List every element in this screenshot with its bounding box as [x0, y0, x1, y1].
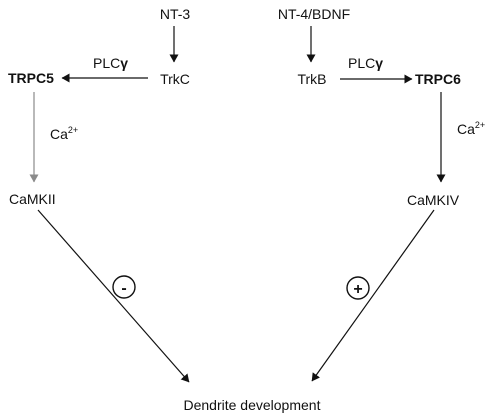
node-trkc: TrkC [160, 71, 190, 87]
label-plc-right: PLCγ [348, 55, 383, 71]
node-dendrite-development: Dendrite development [184, 397, 321, 413]
label-ca-left-superscript: 2+ [68, 125, 78, 135]
inhibition-marker: - [112, 275, 136, 299]
node-trpc6: TRPC6 [415, 71, 461, 87]
arrow-camkiv-to-dendrite [311, 209, 435, 382]
activation-marker: + [346, 276, 370, 300]
label-ca-right-superscript: 2+ [475, 120, 485, 130]
node-camkii: CaMKII [9, 191, 56, 207]
arrow-camkii-to-dendrite [37, 209, 190, 383]
label-plc-left: PLCγ [93, 55, 128, 71]
label-plc-left-greek: γ [120, 55, 128, 71]
node-nt4-bdnf: NT-4/BDNF [278, 6, 350, 22]
label-plc-right-main: PLC [348, 55, 375, 71]
activation-symbol: + [353, 281, 362, 298]
inhibition-circle [112, 275, 136, 299]
label-ca-right-main: Ca [457, 121, 475, 137]
node-trpc5: TRPC5 [8, 70, 54, 86]
node-trkb: TrkB [297, 71, 326, 87]
node-camkiv: CaMKIV [407, 192, 460, 208]
label-ca-right: Ca2+ [457, 120, 485, 137]
label-ca-left: Ca2+ [50, 125, 78, 142]
activation-circle [346, 276, 370, 300]
node-nt3: NT-3 [160, 6, 191, 22]
inhibition-symbol: - [121, 280, 126, 297]
label-ca-left-main: Ca [50, 126, 68, 142]
label-plc-right-greek: γ [375, 55, 383, 71]
label-plc-left-main: PLC [93, 55, 120, 71]
